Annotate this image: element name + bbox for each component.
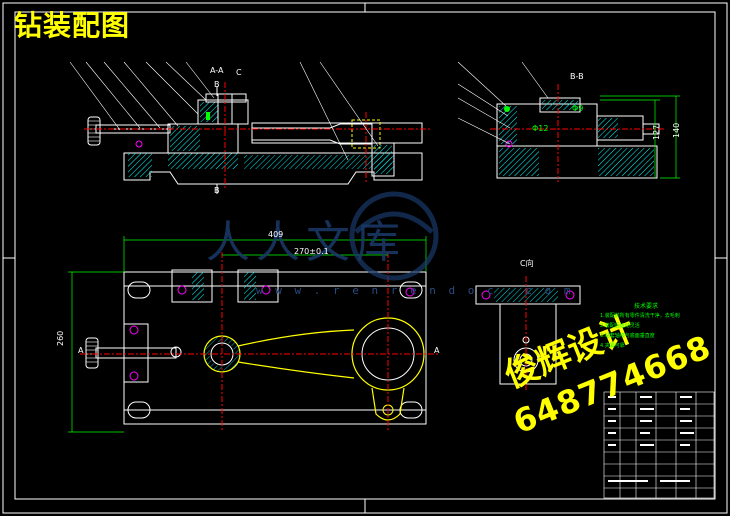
- tech-req-title: 技术要求: [634, 303, 659, 310]
- base-body: [123, 152, 423, 185]
- slot-bottom-left: [127, 401, 151, 419]
- drawing-title: 钻装配图: [14, 9, 131, 42]
- parts-list-text: [608, 396, 694, 482]
- label-a-left: A: [78, 346, 84, 355]
- bb-green-bolt: [504, 106, 510, 112]
- rod-shank-bottom: [237, 361, 355, 379]
- view-c: [475, 276, 581, 392]
- dim-bb-127: 127: [652, 124, 661, 140]
- view-c-bolt-left: [481, 290, 491, 300]
- bb-dimension-lines: [600, 95, 680, 179]
- plan-block-right-hatch: [244, 272, 256, 300]
- view-c-support: [499, 303, 557, 385]
- plan-block-left-hatch: [192, 272, 204, 300]
- bb-pin-magenta: [505, 140, 513, 148]
- plan-bolt-2: [261, 285, 271, 295]
- tech-req-line-1: 1.装配前所有零件清洗干净，去毛刺: [600, 313, 680, 319]
- lever-taper: [251, 123, 373, 145]
- bb-bushing-holder: [539, 97, 581, 113]
- plan-view: [68, 236, 440, 433]
- bushing-top: [205, 93, 247, 103]
- pin-support-hatch: [374, 145, 392, 174]
- slot-bottom-right: [399, 401, 423, 419]
- plan-block-right: [237, 269, 279, 303]
- label-b-top: B: [214, 80, 220, 89]
- tech-req-line-4: 4.夹紧可靠: [600, 343, 625, 349]
- handwheel: [87, 116, 101, 146]
- handwheel-knurl: [88, 120, 100, 142]
- plan-bolt-5: [405, 287, 415, 297]
- dim-length-overall: 409: [268, 230, 284, 239]
- base-hatch-left: [128, 153, 152, 177]
- rod-shank-top: [237, 329, 355, 347]
- label-b-bottom: B: [214, 186, 220, 195]
- bb-base-hatch-right: [598, 148, 654, 176]
- slot-top-right: [399, 281, 423, 299]
- plan-bolt-3: [129, 325, 139, 335]
- dim-height-plan: 260: [56, 330, 65, 346]
- label-view-c-marker: C: [236, 68, 242, 77]
- bb-base-hatch-left: [499, 148, 539, 176]
- dim-bb-140: 140: [672, 122, 681, 138]
- watermark-logo-graphic: [349, 191, 439, 281]
- plan-handwheel: [85, 337, 99, 369]
- label-section-aa: A-A: [210, 66, 224, 75]
- dim-bb-fit-2: Φ9: [572, 104, 584, 113]
- plan-screw: [95, 347, 177, 359]
- section-bb-view: [457, 61, 680, 182]
- view-c-bolt-right: [565, 290, 575, 300]
- bb-upper-hatch: [499, 106, 517, 144]
- small-pin-green: [206, 112, 210, 120]
- watermark-url: w w w . r e n r e n d o c . c o m: [256, 284, 574, 297]
- title-block: [603, 391, 715, 499]
- dim-length-inner: 270±0.1: [294, 247, 329, 256]
- bb-shaft-hatch: [598, 118, 618, 138]
- slot-top-left: [127, 281, 151, 299]
- section-aa-view: [69, 61, 430, 194]
- clamp-block-hatch: [170, 126, 200, 151]
- base-hatch-right: [244, 155, 394, 169]
- pin-support: [371, 142, 395, 177]
- dim-bb-fit-1: Φ12: [532, 124, 549, 133]
- base-hatch-mid: [168, 153, 238, 169]
- bb-bushing-hatch: [542, 100, 578, 110]
- support-pin-left: [170, 346, 182, 358]
- label-view-c: C向: [520, 259, 534, 268]
- tech-req-line-3: 3.钻套轴线与底面垂直度: [600, 333, 655, 339]
- label-section-bb: B-B: [570, 72, 584, 81]
- label-a-right: A: [434, 346, 440, 355]
- plan-bolt-1: [177, 285, 187, 295]
- view-c-hatch: [494, 288, 558, 302]
- tech-req-line-2: 2.装配后运动灵活: [600, 323, 640, 329]
- index-pin: [135, 140, 143, 148]
- bb-leader-lines: [457, 61, 549, 145]
- plan-left-jaw: [123, 323, 149, 383]
- plan-bolt-4: [129, 371, 139, 381]
- watermark-logo-text: 人人文库: [206, 217, 406, 268]
- leader-lines-aa: [69, 61, 379, 161]
- plan-block-left: [171, 269, 213, 303]
- plan-dimension-lines: [68, 236, 427, 433]
